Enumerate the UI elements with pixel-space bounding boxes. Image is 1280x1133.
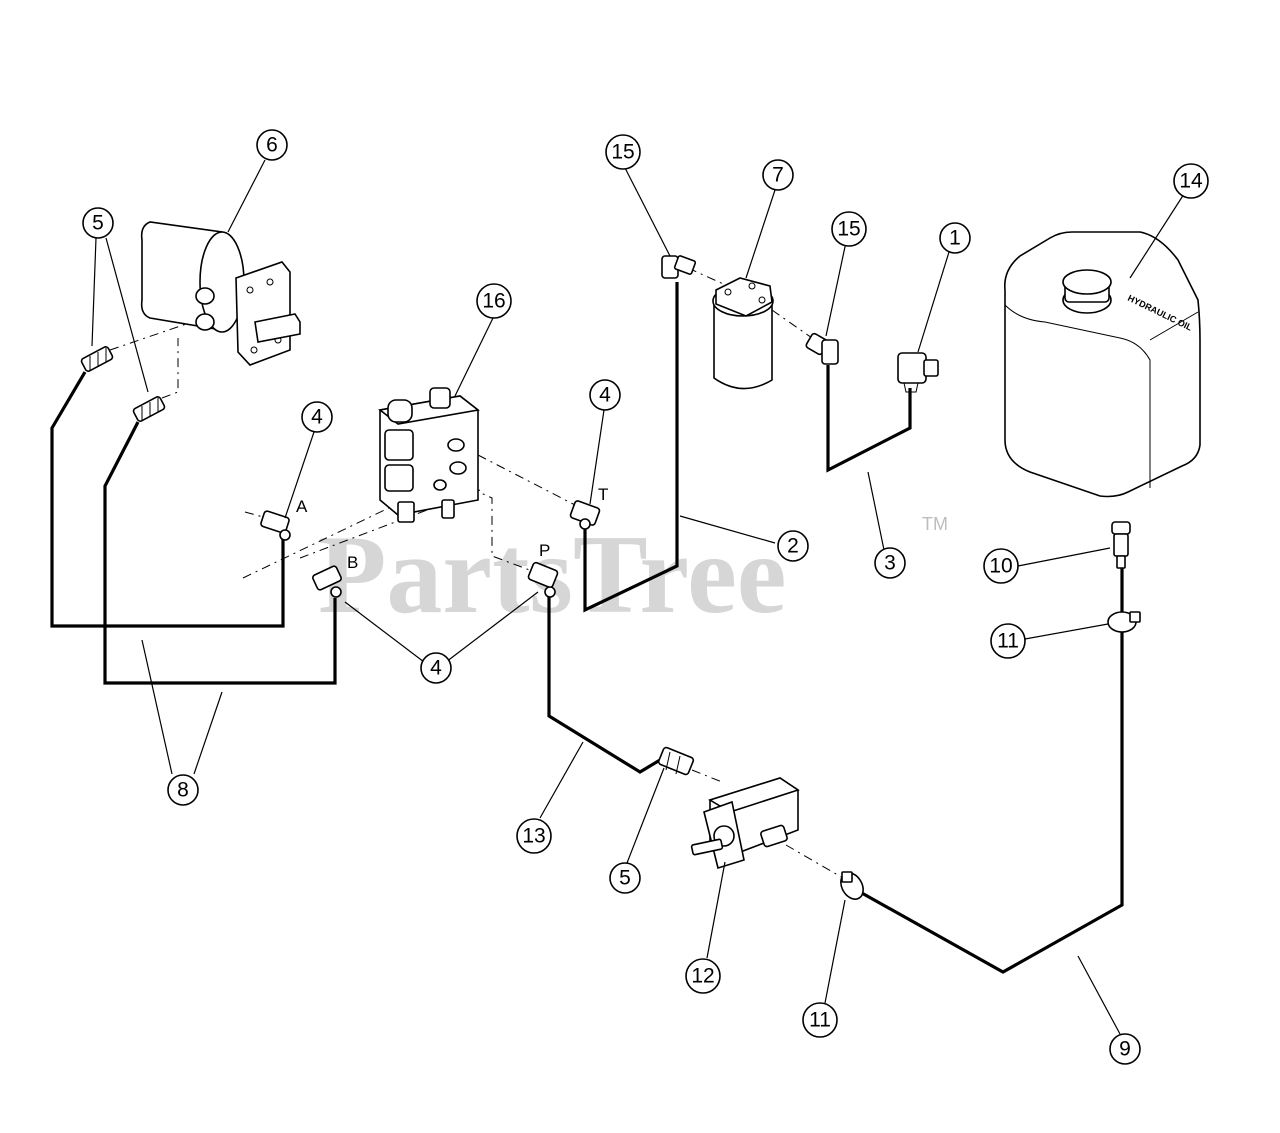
callout-6: 6	[256, 129, 288, 161]
fitting-5-upper	[80, 346, 114, 372]
callout-11-upper: 11	[990, 623, 1026, 659]
callout-11-lower: 11	[802, 1002, 838, 1038]
svg-text:5: 5	[92, 212, 104, 235]
callout-5-pump: 5	[609, 862, 641, 894]
breather-fitting	[1111, 521, 1131, 569]
svg-text:16: 16	[482, 290, 505, 313]
svg-text:11: 11	[997, 630, 1019, 653]
fitting-5-lower	[132, 396, 166, 422]
svg-text:1: 1	[949, 227, 961, 250]
leader-lines	[91, 159, 1185, 1035]
fitting-4-port-a	[260, 510, 291, 541]
callout-8: 8	[167, 774, 199, 806]
callout-15-left: 15	[605, 134, 641, 170]
callout-5-motor: 5	[82, 207, 114, 239]
callout-12: 12	[685, 958, 721, 994]
callout-9: 9	[1109, 1033, 1141, 1065]
callout-4-port-a: 4	[301, 401, 333, 433]
svg-text:12: 12	[691, 965, 714, 988]
callout-15-right: 15	[831, 211, 867, 247]
port-label-t: T	[598, 485, 608, 504]
svg-text:5: 5	[619, 867, 631, 890]
hose-9	[859, 630, 1124, 974]
fitting-4-port-b	[312, 565, 342, 598]
callout-4-port-t: 4	[589, 379, 621, 411]
svg-text:13: 13	[522, 825, 545, 848]
callout-4-ports-b-p: 4	[420, 652, 452, 684]
svg-text:9: 9	[1119, 1038, 1131, 1061]
svg-text:6: 6	[266, 134, 278, 157]
control-valve	[378, 387, 480, 523]
svg-text:3: 3	[884, 552, 896, 575]
callout-1: 1	[939, 222, 971, 254]
hoses	[50, 282, 1124, 974]
svg-text:7: 7	[772, 164, 784, 187]
elbow-fitting-15-right	[805, 332, 839, 365]
svg-text:15: 15	[837, 218, 860, 241]
watermark-trademark: TM	[922, 514, 948, 534]
hydraulic-filter	[712, 277, 774, 390]
svg-text:4: 4	[430, 657, 442, 680]
sensor-switch	[897, 352, 939, 393]
svg-text:2: 2	[787, 535, 799, 558]
watermark: PartsTree TM	[318, 513, 948, 637]
svg-text:10: 10	[989, 555, 1012, 578]
hose-3	[826, 365, 912, 473]
svg-text:4: 4	[599, 384, 611, 407]
port-label-a: A	[296, 497, 308, 516]
svg-text:14: 14	[1179, 170, 1203, 193]
hose-clamp-lower	[840, 871, 864, 900]
callout-7: 7	[762, 159, 794, 191]
hose-2	[583, 282, 679, 613]
callout-13: 13	[516, 818, 552, 854]
fitting-5-pump	[657, 746, 695, 776]
hydraulic-reservoir: HYDRAULIC OIL	[1003, 231, 1201, 498]
hydraulic-pump	[690, 777, 800, 870]
callout-10: 10	[983, 548, 1019, 584]
hose-13	[547, 592, 661, 774]
elbow-fitting-15-left	[661, 255, 697, 279]
svg-text:15: 15	[611, 141, 634, 164]
callout-3: 3	[874, 547, 906, 579]
svg-text:4: 4	[311, 406, 323, 429]
callout-16: 16	[476, 283, 512, 319]
fitting-4-port-t	[569, 500, 601, 530]
fitting-4-port-p	[527, 561, 559, 598]
port-label-b: B	[347, 553, 358, 572]
svg-text:8: 8	[177, 779, 189, 802]
port-label-p: P	[539, 541, 550, 560]
callout-14: 14	[1173, 163, 1209, 199]
hose-8-upper	[50, 371, 285, 628]
hose-clamp-upper	[1107, 611, 1141, 633]
hose-8-lower	[103, 421, 337, 685]
port-labels: A B P T	[296, 485, 608, 572]
svg-text:11: 11	[809, 1009, 831, 1032]
hydraulic-motor	[140, 221, 301, 366]
callout-2: 2	[777, 530, 809, 562]
